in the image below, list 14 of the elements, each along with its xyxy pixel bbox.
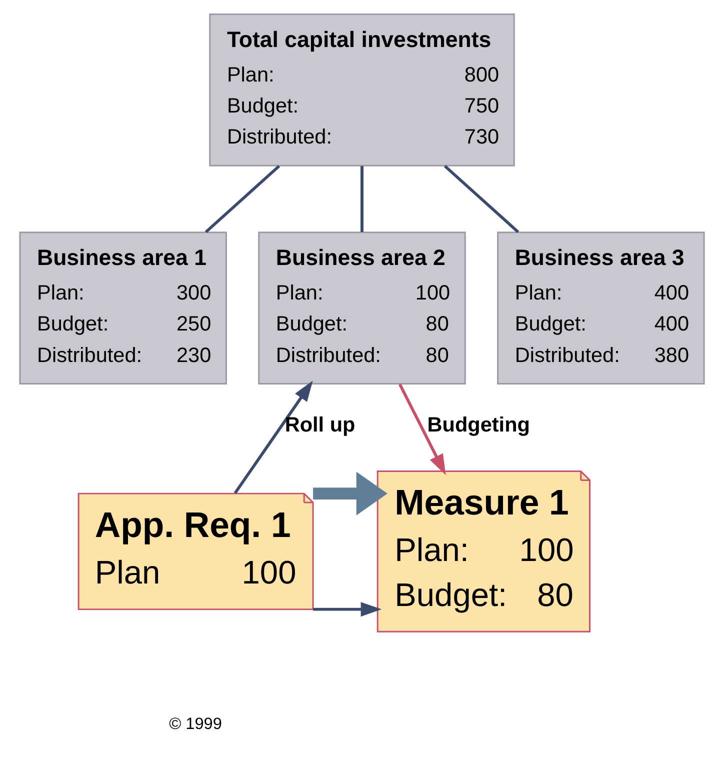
connector — [443, 164, 519, 234]
arrow — [312, 602, 382, 617]
arrow — [233, 380, 312, 494]
node-box: Business area 3 Plan: 400 Budget: 400 Distributed: 380 — [496, 232, 704, 384]
connector — [360, 166, 363, 232]
node-box: Total capital investments Plan: 800 Budget: 750 Distributed: 730 — [208, 13, 514, 166]
arrow — [312, 472, 387, 516]
edge-label: Roll up — [284, 414, 355, 437]
label: © 1999 — [168, 715, 222, 734]
node-box: Business area 1 Plan: 300 Budget: 250 Distributed: 230 — [18, 232, 226, 384]
connector — [204, 164, 280, 234]
arrow — [398, 384, 446, 476]
edge-label: Budgeting — [426, 414, 530, 437]
node-box: Business area 2 Plan: 100 Budget: 80 Distributed: 80 — [258, 232, 466, 384]
